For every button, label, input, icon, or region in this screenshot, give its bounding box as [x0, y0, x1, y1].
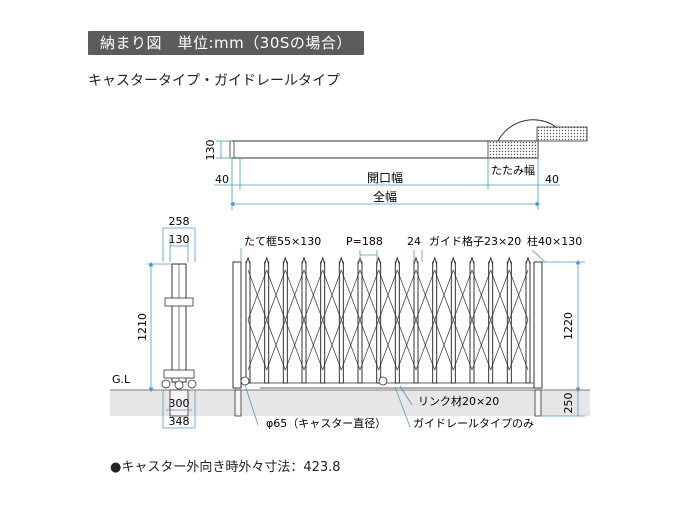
side-width-post-label: 130 — [169, 233, 190, 246]
side-view: 258 130 1210 300 348 — [136, 215, 197, 429]
lattice-bar — [469, 261, 475, 384]
link-bar — [471, 269, 491, 321]
link-bar — [303, 319, 323, 371]
side-height-label: 1210 — [136, 313, 149, 341]
lattice-bar-tip — [432, 256, 438, 265]
link-bar — [490, 269, 510, 321]
subtitle: キャスタータイプ・ガイドレールタイプ — [88, 73, 340, 89]
top-view: 130 40 開口幅 たたみ幅 40 全幅 — [204, 119, 588, 210]
pillar-label: 柱40×130 — [527, 234, 582, 248]
link-bar — [247, 269, 267, 321]
link-bar — [471, 319, 491, 371]
folded-width-label: たたみ幅 — [491, 164, 535, 177]
opening-width-label: 開口幅 — [367, 170, 403, 185]
link-bar — [397, 319, 417, 371]
embed-depth-label: 250 — [562, 393, 575, 414]
link-bar — [266, 319, 286, 371]
lattice-bar — [413, 261, 419, 384]
lattice-bar — [264, 261, 270, 384]
pitch-label: P=188 — [346, 235, 383, 248]
link-bar — [285, 319, 305, 371]
link-bar — [453, 319, 473, 371]
lattice-bar-tip — [394, 256, 400, 265]
lattice-bar-tip — [525, 256, 531, 265]
caster-label: φ65（キャスター直径） — [266, 416, 386, 430]
lattice-bar — [245, 261, 251, 384]
side-base-300-label: 300 — [169, 397, 190, 410]
lattice-bar-tip — [506, 256, 512, 265]
lattice-bar — [282, 261, 288, 384]
guide-lattice-label: ガイド格子23×20 — [429, 234, 521, 248]
top-depth-label: 130 — [204, 140, 217, 161]
lattice-bar — [376, 261, 382, 384]
lattice-bar-tip — [282, 256, 288, 265]
lattice-bar — [525, 261, 531, 384]
left-margin-label: 40 — [215, 173, 229, 186]
lattice-bar — [394, 261, 400, 384]
header-title: 納まり図 単位:mm（30Sの場合） — [88, 31, 364, 55]
link-bar — [303, 269, 323, 321]
right-margin-label: 40 — [545, 173, 559, 186]
guide-rail-only-label: ガイドレールタイプのみ — [413, 417, 534, 430]
link-bar — [415, 319, 435, 371]
link-bar — [490, 319, 510, 371]
ground-area — [110, 390, 590, 416]
link-bar — [322, 269, 342, 321]
link-bar — [434, 319, 454, 371]
lattice-bar-tip — [264, 256, 270, 265]
caster-outward-note: ●キャスター外向き時外々寸法：423.8 — [110, 460, 341, 475]
lattice-bar-tip — [320, 256, 326, 265]
link-bar — [509, 319, 529, 371]
front-height-label: 1220 — [562, 312, 575, 340]
link-bar — [434, 269, 454, 321]
link-bar — [378, 269, 398, 321]
lattice-bar — [450, 261, 456, 384]
link-material-label: リンク材20×20 — [418, 394, 499, 408]
link-bar — [285, 269, 305, 321]
link-bar — [397, 269, 417, 321]
link-bar — [341, 319, 361, 371]
post-frame-label: たて框55×130 — [244, 235, 321, 248]
ground-label: G.L — [112, 373, 131, 386]
full-width-label: 全幅 — [373, 189, 397, 204]
lattice-bar-tip — [450, 256, 456, 265]
link-bar — [453, 269, 473, 321]
lattice-bar-tip — [469, 256, 475, 265]
link-bar — [341, 269, 361, 321]
lattice-bar — [320, 261, 326, 384]
link-bar — [322, 319, 342, 371]
gap-label: 24 — [407, 235, 421, 248]
link-bar — [247, 319, 267, 371]
link-bar — [415, 269, 435, 321]
link-bar — [266, 269, 286, 321]
front-view: たて框55×130 P=188 24 ガイド格子23×20 柱40×130 12… — [232, 234, 585, 430]
lattice-bar — [301, 261, 307, 384]
lattice-bar-tip — [245, 256, 251, 265]
lattice-bar-tip — [301, 256, 307, 265]
link-bar — [378, 319, 398, 371]
side-base-348-label: 348 — [169, 415, 190, 428]
lattice-bar — [506, 261, 512, 384]
link-bar — [359, 319, 379, 371]
lattice-bar — [338, 261, 344, 384]
lattice-bar-tip — [488, 256, 494, 265]
link-bar — [509, 269, 529, 321]
lattice-bar — [488, 261, 494, 384]
link-bar — [359, 269, 379, 321]
lattice-bar-tip — [413, 256, 419, 265]
lattice-bar — [432, 261, 438, 384]
lattice-bar — [357, 261, 363, 384]
side-width-total-label: 258 — [169, 215, 190, 228]
lattice-bar-tip — [338, 256, 344, 265]
